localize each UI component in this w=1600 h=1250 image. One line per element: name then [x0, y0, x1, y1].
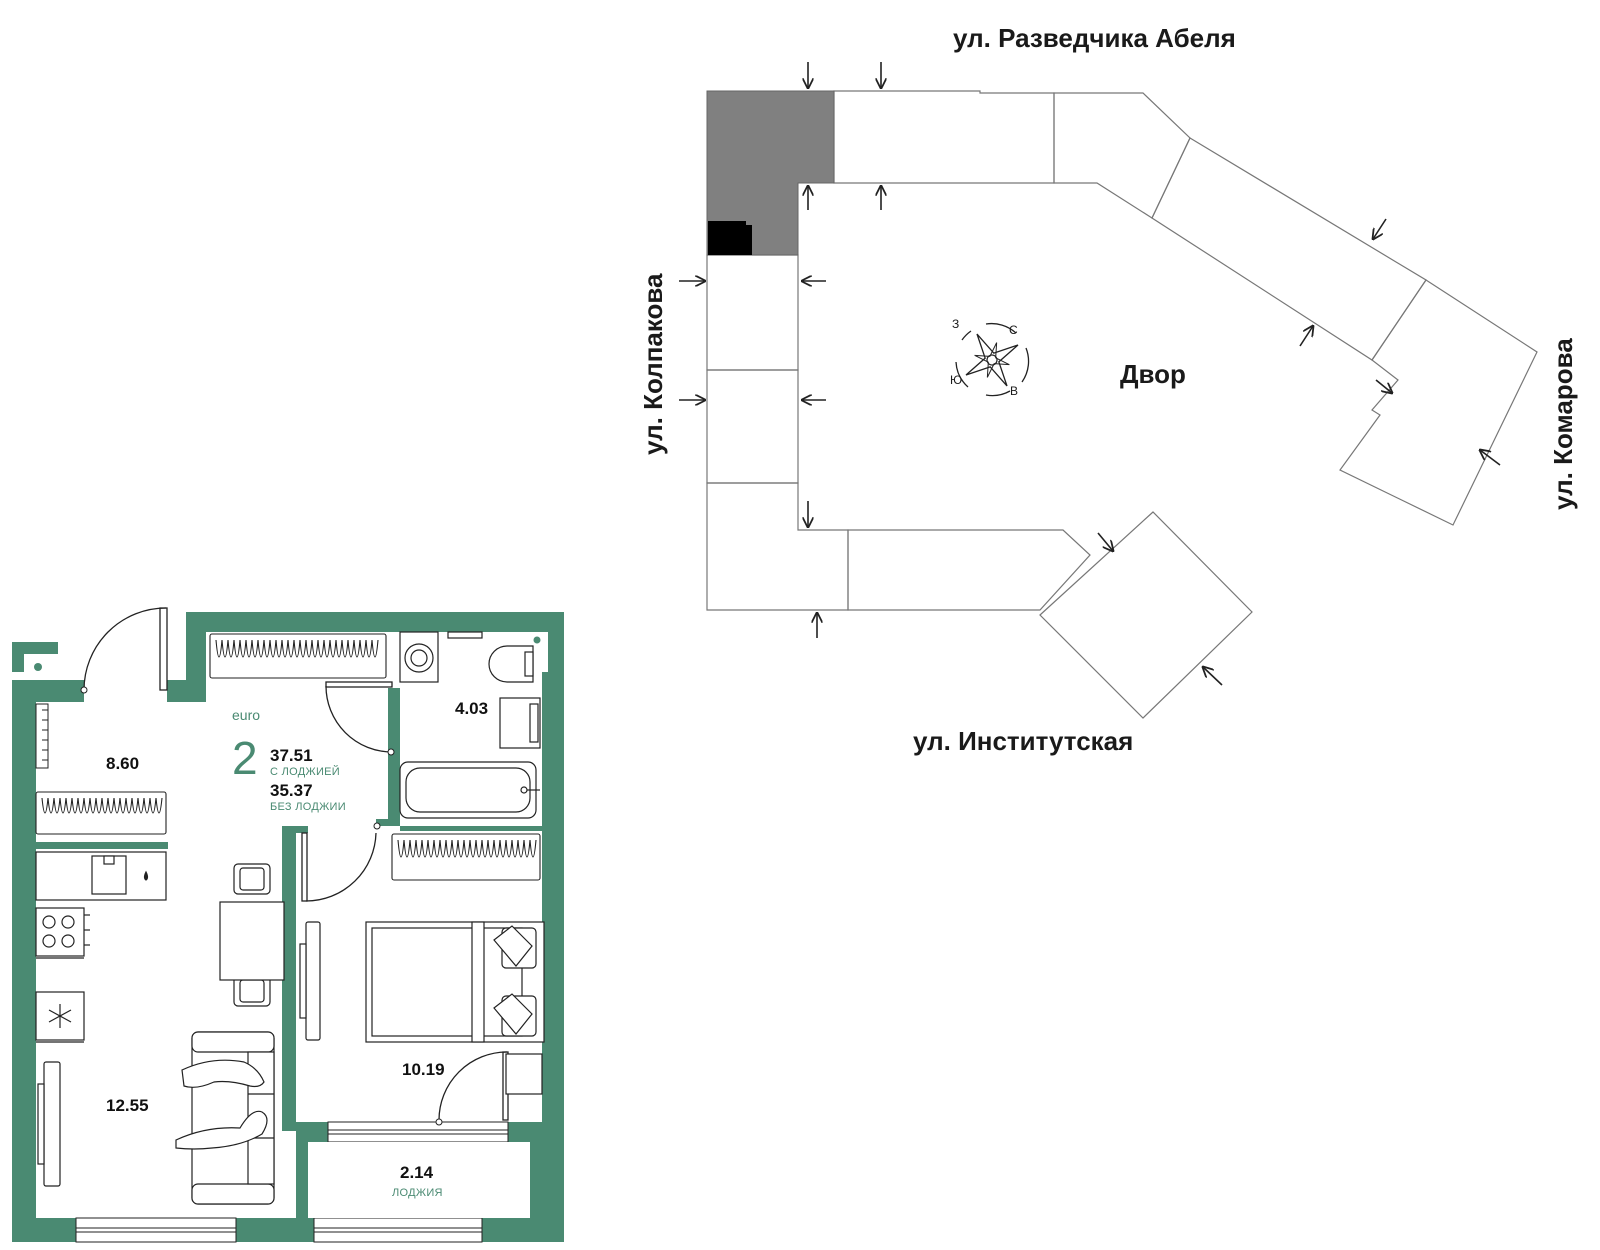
selected-building-section — [706, 90, 835, 256]
cooktop-icon — [35, 907, 85, 957]
hall-area: 8.60 — [106, 754, 139, 773]
entrance-door — [80, 607, 168, 694]
dining-table-icon — [219, 901, 285, 981]
building-section-north-1 — [833, 90, 1055, 184]
person-icon — [175, 1110, 268, 1150]
entrance-arrow — [1097, 532, 1113, 551]
hall-shelf — [35, 703, 49, 769]
apartment-class-label: euro — [232, 707, 260, 723]
building-section-west-middle — [706, 369, 799, 484]
bedroom-tv-unit — [299, 921, 321, 1041]
loggia-label: ЛОДЖИЯ — [392, 1187, 443, 1199]
entrance-arrow — [1373, 218, 1387, 239]
bedroom-door — [301, 822, 381, 902]
yard-label: Двор — [1120, 359, 1186, 389]
area-with-loggia: 37.51 — [270, 746, 313, 765]
compass-rose-icon: С В Ю З — [950, 317, 1030, 398]
entrance-arrow — [1480, 450, 1501, 466]
bathroom-door — [325, 681, 395, 756]
loggia-area: 2.14 — [400, 1163, 434, 1182]
area-without-loggia: 35.37 — [270, 781, 313, 800]
street-label-north: ул. Разведчика Абеля — [953, 23, 1236, 53]
building-section-west-lower — [706, 482, 849, 611]
compass-west-label: З — [952, 317, 959, 331]
windows — [75, 1121, 509, 1243]
bed-icon — [365, 921, 545, 1095]
building-section-south — [847, 529, 1091, 611]
building-section-east-1 — [1339, 279, 1538, 526]
compass-south-label: Ю — [950, 373, 962, 387]
building-section-north-2 — [1053, 92, 1191, 219]
corner-marker — [34, 663, 42, 671]
loggia-floor — [308, 1142, 530, 1218]
street-label-east: ул. Комарова — [1548, 338, 1578, 510]
loggia-door — [435, 1051, 509, 1126]
entrance-arrow — [1375, 379, 1392, 393]
person-icon — [181, 1059, 265, 1088]
sofa-icon — [175, 1031, 275, 1205]
building-section-north-east — [1151, 137, 1427, 361]
with-loggia-label: С ЛОДЖИЕЙ — [270, 765, 340, 778]
entrance-arrow — [1203, 667, 1223, 686]
apartment-floor-plan: euro 2 37.51 С ЛОДЖИЕЙ 35.37 БЕЗ ЛОДЖИИ … — [12, 607, 564, 1243]
entrance-opening — [84, 680, 167, 702]
bathroom-fixtures — [399, 631, 541, 819]
compass-north-label: С — [1009, 323, 1018, 337]
building-section-south-east — [1039, 511, 1253, 719]
dining-set — [219, 863, 285, 1007]
water-drop-icon — [143, 870, 149, 881]
kitchen-units — [35, 851, 167, 1043]
room-count: 2 — [232, 732, 258, 784]
bedroom-area: 10.19 — [402, 1060, 445, 1079]
mirror-shelf — [447, 631, 483, 639]
radiators — [35, 633, 541, 881]
toilet-icon — [488, 645, 534, 683]
without-loggia-label: БЕЗ ЛОДЖИИ — [270, 801, 346, 813]
kitchen-living-area: 12.55 — [106, 1096, 149, 1115]
snowflake-icon — [48, 1004, 72, 1028]
tv-unit — [37, 1061, 61, 1187]
bathroom-area: 4.03 — [455, 699, 488, 718]
entrance-arrow — [1299, 326, 1313, 347]
building-section-west-upper — [706, 254, 799, 371]
street-label-west: ул. Колпакова — [638, 273, 668, 455]
entrance-arrows — [679, 62, 1501, 686]
street-label-south: ул. Институтская — [913, 726, 1133, 756]
apartment-location-marker — [708, 221, 752, 255]
compass-east-label: В — [1010, 384, 1018, 398]
nightstand-icon — [505, 1053, 543, 1095]
site-plan: С В Ю З Двор ул. Разведчика Абеля ул. Ин… — [638, 23, 1578, 756]
